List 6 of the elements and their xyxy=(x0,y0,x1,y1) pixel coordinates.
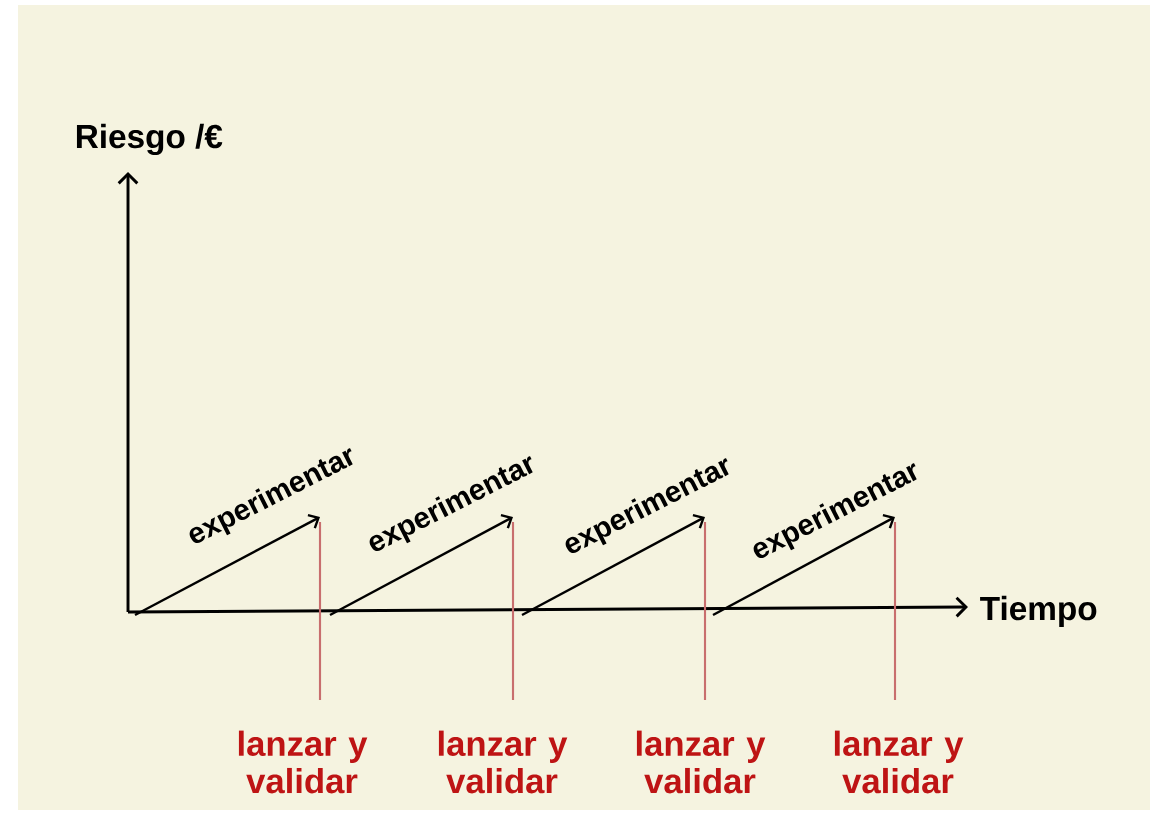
step-label: lanzar y validar xyxy=(438,730,568,794)
axis-label: Tiempo xyxy=(980,595,1097,627)
axis-label: Riesgo /€ xyxy=(76,123,223,156)
step-label: lanzar y validar xyxy=(238,730,368,794)
step-label: lanzar y validar xyxy=(636,730,766,794)
step-label: lanzar y validar xyxy=(834,730,964,794)
